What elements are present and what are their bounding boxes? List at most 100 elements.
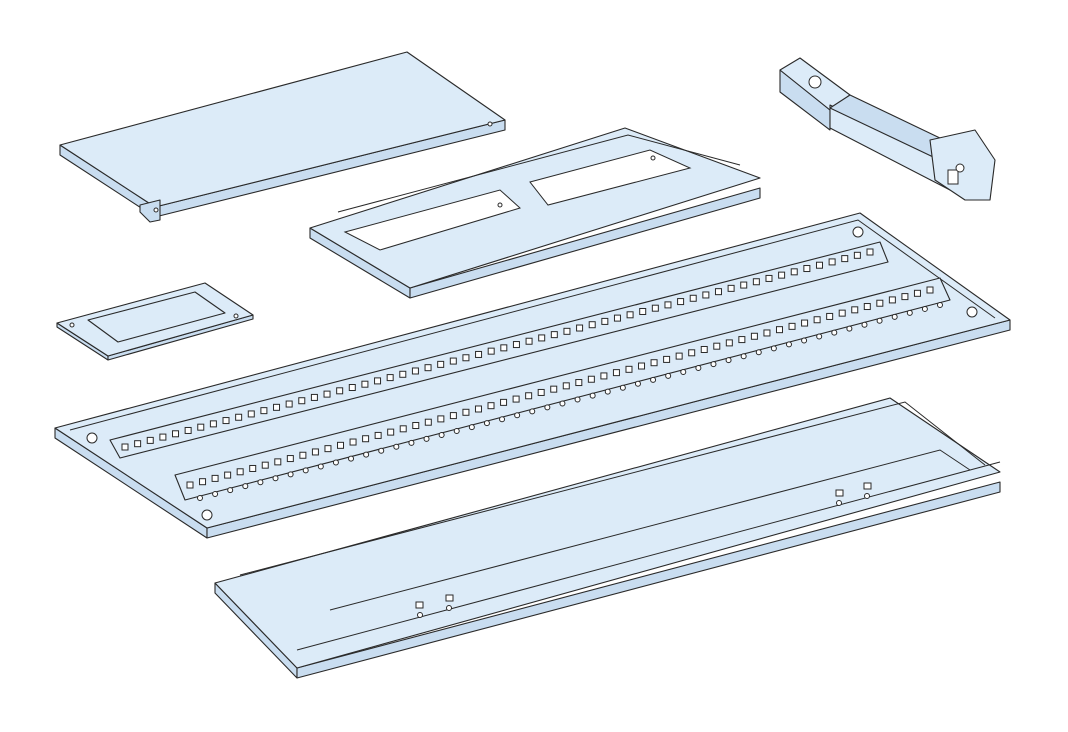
- rail-hole: [337, 441, 345, 449]
- rail-hole: [612, 369, 620, 377]
- rail-hole: [740, 353, 747, 360]
- rail-hole: [134, 440, 142, 448]
- rail-hole: [529, 408, 536, 415]
- rail-hole: [235, 413, 243, 421]
- rail-hole: [785, 341, 792, 348]
- rail-hole: [562, 382, 570, 390]
- rail-hole: [399, 425, 407, 433]
- cover-plate: [59, 51, 506, 223]
- rail-hole: [841, 255, 849, 263]
- rail-hole: [121, 443, 129, 451]
- rail-hole: [362, 435, 370, 443]
- rail-hole: [302, 467, 309, 474]
- rail-hole: [888, 296, 896, 304]
- rail-hole: [651, 304, 659, 312]
- rail-hole: [514, 412, 521, 419]
- rail-hole: [483, 420, 490, 427]
- rail-hole: [575, 379, 583, 387]
- rail-hole: [713, 342, 721, 350]
- rail-hole: [770, 345, 777, 352]
- rail-hole: [846, 325, 853, 332]
- rail-hole: [815, 261, 823, 269]
- rail-hole: [851, 306, 859, 314]
- rail-hole: [589, 392, 596, 399]
- rail-hole: [775, 326, 783, 334]
- rail-hole: [487, 402, 495, 410]
- rail-hole: [765, 274, 773, 282]
- rail-hole: [273, 403, 281, 411]
- rail-hole: [249, 464, 257, 472]
- rail-hole: [813, 316, 821, 324]
- rail-hole: [197, 495, 203, 501]
- rail-hole: [468, 424, 475, 431]
- rail-hole: [349, 438, 357, 446]
- rail-hole: [650, 376, 657, 383]
- rail-hole: [186, 481, 194, 489]
- rail-hole: [209, 420, 217, 428]
- rail-hole: [750, 332, 758, 340]
- rail-hole: [675, 352, 683, 360]
- rail-hole: [550, 385, 558, 393]
- support-bracket: [779, 57, 996, 201]
- rail-hole: [826, 312, 834, 320]
- rail-hole: [801, 337, 808, 344]
- rail-hole: [212, 491, 219, 498]
- rail-hole: [638, 362, 646, 370]
- rail-hole: [475, 350, 483, 358]
- rail-hole: [763, 329, 771, 337]
- rail-hole: [937, 302, 943, 308]
- rail-hole: [650, 359, 658, 367]
- rail-hole: [906, 309, 913, 316]
- frame-bracket: [309, 127, 761, 299]
- rail-hole: [197, 423, 205, 431]
- rail-hole: [227, 487, 234, 494]
- rail-hole: [803, 265, 811, 273]
- rail-hole: [663, 355, 671, 363]
- rail-hole: [921, 305, 928, 312]
- rail-hole: [738, 336, 746, 344]
- rail-hole: [261, 461, 269, 469]
- rail-hole: [257, 479, 264, 486]
- rail-hole: [386, 374, 394, 382]
- rail-hole: [926, 286, 934, 294]
- rail-hole: [788, 322, 796, 330]
- rail-hole: [695, 365, 702, 372]
- rail-hole: [604, 388, 611, 395]
- rail-hole: [437, 415, 445, 423]
- rail-hole: [861, 321, 868, 328]
- rail-hole: [639, 307, 647, 315]
- rail-hole: [689, 294, 697, 302]
- rail-hole: [437, 360, 445, 368]
- rail-hole: [600, 372, 608, 380]
- rail-hole: [324, 445, 332, 453]
- rail-hole: [272, 475, 279, 482]
- rail-hole: [411, 367, 419, 375]
- rail-hole: [740, 281, 748, 289]
- rail-hole: [242, 483, 249, 490]
- rail-hole: [462, 408, 470, 416]
- rail-hole: [876, 317, 883, 324]
- rail-hole: [727, 284, 735, 292]
- rail-hole: [438, 431, 445, 438]
- rail-hole: [298, 397, 306, 405]
- rail-hole: [399, 370, 407, 378]
- rail-hole: [500, 398, 508, 406]
- gasket-plate: [56, 282, 254, 361]
- rail-hole: [702, 291, 710, 299]
- rail-hole: [512, 395, 520, 403]
- rail-hole: [310, 393, 318, 401]
- rail-hole: [462, 354, 470, 362]
- rail-hole: [222, 417, 230, 425]
- rail-hole: [838, 309, 846, 317]
- rail-hole: [224, 471, 232, 479]
- rail-hole: [449, 357, 457, 365]
- rail-hole: [525, 392, 533, 400]
- rail-hole: [449, 412, 457, 420]
- rail-hole: [247, 410, 255, 418]
- rail-hole: [424, 364, 432, 372]
- rail-hole: [664, 301, 672, 309]
- rail-hole: [778, 271, 786, 279]
- rail-hole: [790, 268, 798, 276]
- rail-holes: [121, 248, 943, 501]
